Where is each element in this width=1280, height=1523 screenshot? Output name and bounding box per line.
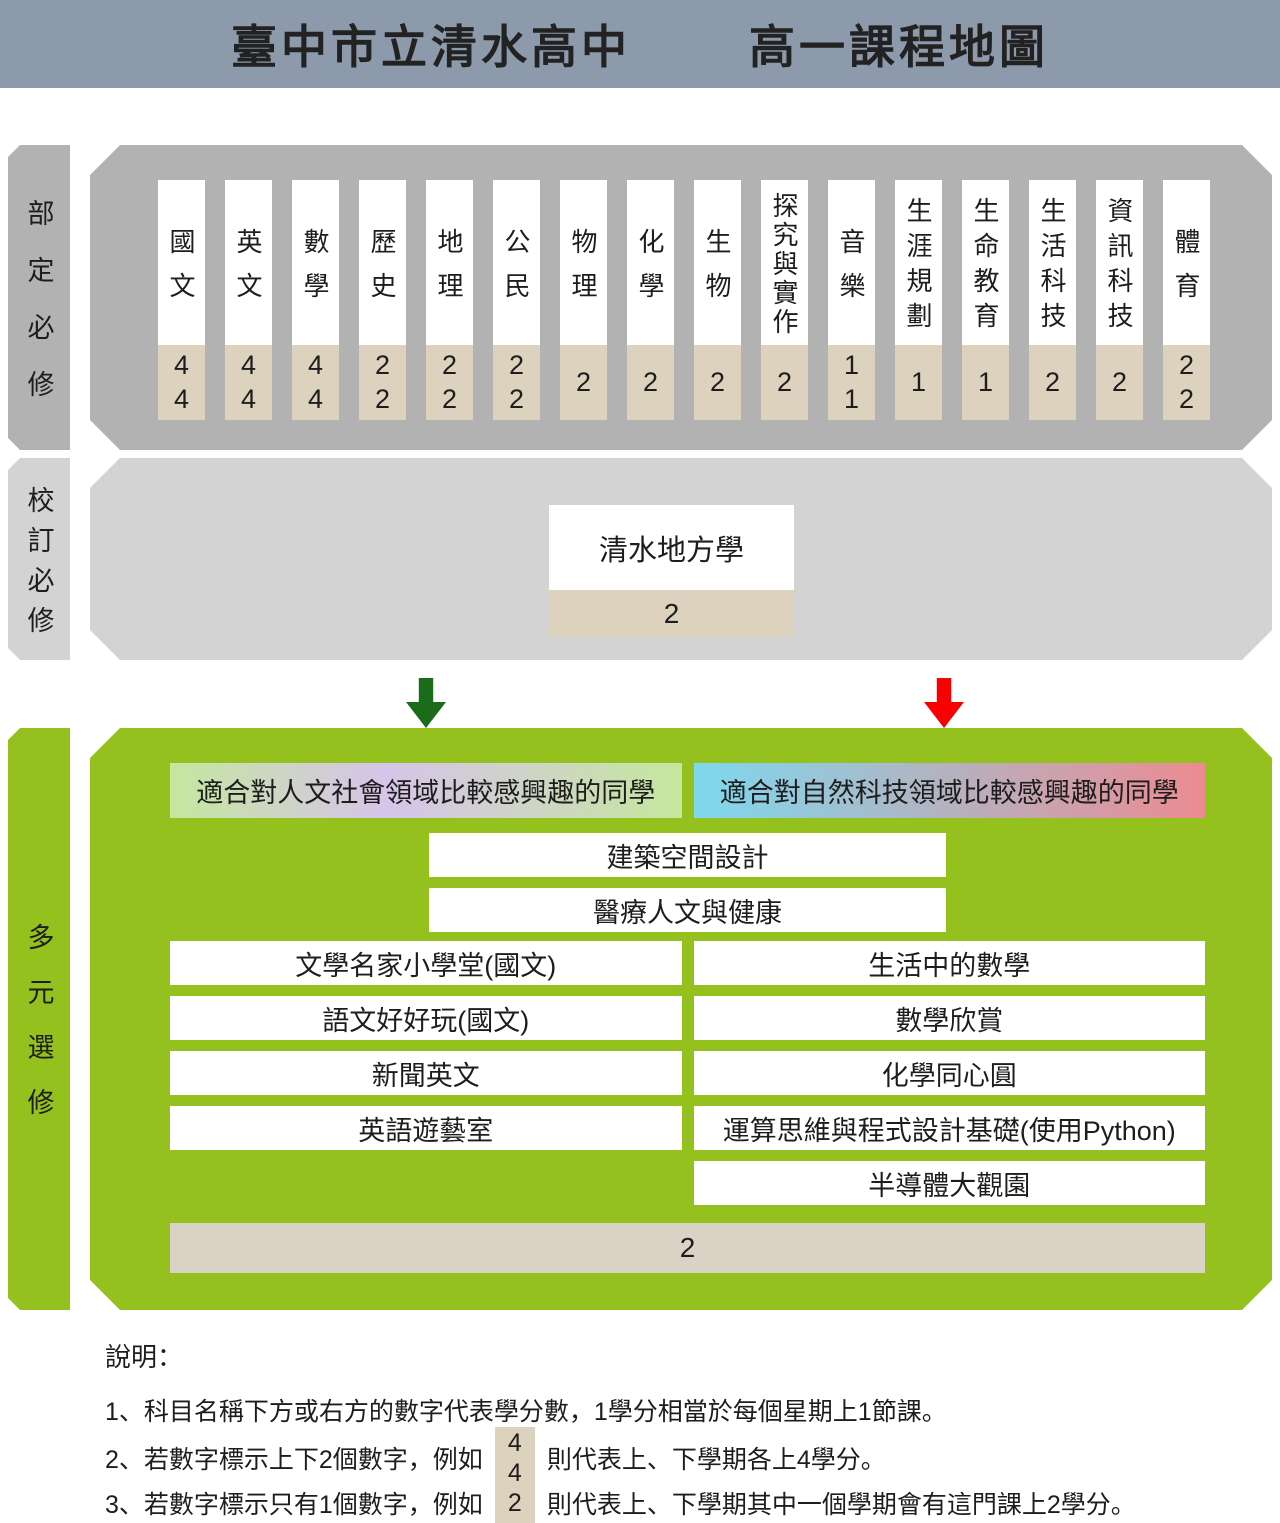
subject-name: 生涯規劃 — [895, 180, 942, 345]
subject-credit: 2 — [1096, 345, 1143, 420]
subject-credit: 1 1 — [828, 345, 875, 420]
science-track-arrow-icon — [924, 678, 964, 728]
subject-name: 物理 — [560, 180, 607, 345]
science-track-header: 適合對自然科技領域比較感興趣的同學 — [694, 763, 1206, 818]
subject-name: 生活科技 — [1029, 180, 1076, 345]
humanities-track-arrow-icon — [406, 678, 446, 728]
subject-credit: 2 2 — [359, 345, 406, 420]
subject-credit: 2 — [627, 345, 674, 420]
humanities-course-column: 文學名家小學堂(國文) 語文好好玩(國文) 新聞英文 英語遊藝室 — [170, 941, 682, 1150]
science-course-column: 生活中的數學 數學欣賞 化學同心圓 運算思維與程式設計基礎(使用Python) … — [694, 941, 1206, 1205]
course-name: 清水地方學 — [549, 505, 794, 590]
note-2-example-credit-box: 4 4 — [494, 1427, 535, 1489]
subject-column-chemistry: 化學 2 — [627, 180, 674, 450]
subject-column-inquiry-practice: 探究與實作 2 — [761, 180, 808, 450]
subject-credit: 2 2 — [493, 345, 540, 420]
note-3-prefix: 3、若數字標示只有1個數字，例如 — [105, 1491, 483, 1519]
subject-column-history: 歷史 2 2 — [359, 180, 406, 450]
subject-name: 數學 — [292, 180, 339, 345]
subject-column-biology: 生物 2 — [694, 180, 741, 450]
elective-course-columns: 文學名家小學堂(國文) 語文好好玩(國文) 新聞英文 英語遊藝室 生活中的數學 … — [170, 941, 1205, 1205]
subject-name: 國文 — [158, 180, 205, 345]
subject-credit: 4 4 — [292, 345, 339, 420]
course-math-appreciation: 數學欣賞 — [694, 996, 1206, 1040]
section-label-school-required: 校訂必修 — [8, 458, 70, 660]
note-3: 3、若數字標示只有1個數字，例如 2 則代表上、下學期其中一個學期會有這門課上2… — [105, 1483, 1136, 1523]
note-2-prefix: 2、若數字標示上下2個數字，例如 — [105, 1446, 483, 1474]
humanities-track-header: 適合對人文社會領域比較感興趣的同學 — [170, 763, 682, 818]
section-label-electives: 多元選修 — [8, 728, 70, 1310]
subject-name: 生命教育 — [962, 180, 1009, 345]
page-title-map: 高一課程地圖 — [749, 21, 1049, 73]
subject-column-career-planning: 生涯規劃 1 — [895, 180, 942, 450]
note-3-suffix: 則代表上、下學期其中一個學期會有這門課上2學分。 — [546, 1491, 1136, 1519]
subject-name: 探究與實作 — [761, 180, 808, 345]
course-medical-humanities-health: 醫療人文與健康 — [429, 888, 946, 932]
subject-credit: 2 — [560, 345, 607, 420]
subject-credit: 2 — [761, 345, 808, 420]
subject-name: 體育 — [1163, 180, 1210, 345]
subject-credit: 1 — [895, 345, 942, 420]
course-english-playroom: 英語遊藝室 — [170, 1106, 682, 1150]
subject-column-information-technology: 資訊科技 2 — [1096, 180, 1143, 450]
course-chemistry-concentric-circle: 化學同心圓 — [694, 1051, 1206, 1095]
electives-section: 適合對人文社會領域比較感興趣的同學 適合對自然科技領域比較感興趣的同學 建築空間… — [90, 728, 1272, 1310]
section-label-ministry-required: 部定必修 — [8, 145, 70, 450]
course-fun-with-language: 語文好好玩(國文) — [170, 996, 682, 1040]
subject-name: 公民 — [493, 180, 540, 345]
subject-name: 生物 — [694, 180, 741, 345]
subject-column-english: 英文 4 4 — [225, 180, 272, 450]
subject-name: 資訊科技 — [1096, 180, 1143, 345]
page-title: 臺中市立清水高中 高一課程地圖 — [0, 0, 1280, 88]
note-3-example-credit-box: 2 — [494, 1483, 535, 1523]
subject-column-physics: 物理 2 — [560, 180, 607, 450]
notes-title: 說明： — [105, 1342, 184, 1372]
subject-credit: 2 2 — [1163, 345, 1210, 420]
course-qingshui-local-studies: 清水地方學 2 — [549, 505, 794, 637]
subject-column-music: 音樂 1 1 — [828, 180, 875, 450]
school-required-section: 清水地方學 2 — [90, 458, 1272, 660]
course-math-in-life: 生活中的數學 — [694, 941, 1206, 985]
subject-credit: 2 2 — [426, 345, 473, 420]
page-title-school: 臺中市立清水高中 — [231, 21, 631, 73]
subject-credit: 2 — [694, 345, 741, 420]
course-architecture-space-design: 建築空間設計 — [429, 833, 946, 877]
course-literature-masters: 文學名家小學堂(國文) — [170, 941, 682, 985]
course-computational-thinking-python: 運算思維與程式設計基礎(使用Python) — [694, 1106, 1206, 1150]
subject-credit: 4 4 — [225, 345, 272, 420]
subject-name: 音樂 — [828, 180, 875, 345]
subject-column-chinese: 國文 4 4 — [158, 180, 205, 450]
course-news-english: 新聞英文 — [170, 1051, 682, 1095]
subject-name: 地理 — [426, 180, 473, 345]
subject-column-life-education: 生命教育 1 — [962, 180, 1009, 450]
subject-column-civics: 公民 2 2 — [493, 180, 540, 450]
course-semiconductor-panorama: 半導體大觀園 — [694, 1161, 1206, 1205]
subject-credit: 4 4 — [158, 345, 205, 420]
subject-name: 化學 — [627, 180, 674, 345]
note-2: 2、若數字標示上下2個數字，例如 4 4 則代表上、下學期各上4學分。 — [105, 1427, 886, 1489]
subject-credit: 1 — [962, 345, 1009, 420]
subject-credit: 2 — [1029, 345, 1076, 420]
subject-column-math: 數學 4 4 — [292, 180, 339, 450]
note-1: 1、科目名稱下方或右方的數字代表學分數，1學分相當於每個星期上1節課。 — [105, 1398, 947, 1426]
subject-column-geography: 地理 2 2 — [426, 180, 473, 450]
subject-column-physical-education: 體育 2 2 — [1163, 180, 1210, 450]
ministry-required-section: 國文 4 4 英文 4 4 數學 4 4 歷史 2 2 地理 2 2 公民 2 … — [90, 145, 1272, 450]
subject-name: 歷史 — [359, 180, 406, 345]
electives-credit-bar: 2 — [170, 1223, 1205, 1273]
subject-column-living-technology: 生活科技 2 — [1029, 180, 1076, 450]
note-2-suffix: 則代表上、下學期各上4學分。 — [546, 1446, 886, 1474]
course-credit: 2 — [549, 590, 794, 637]
subject-name: 英文 — [225, 180, 272, 345]
track-headers: 適合對人文社會領域比較感興趣的同學 適合對自然科技領域比較感興趣的同學 — [170, 763, 1205, 818]
